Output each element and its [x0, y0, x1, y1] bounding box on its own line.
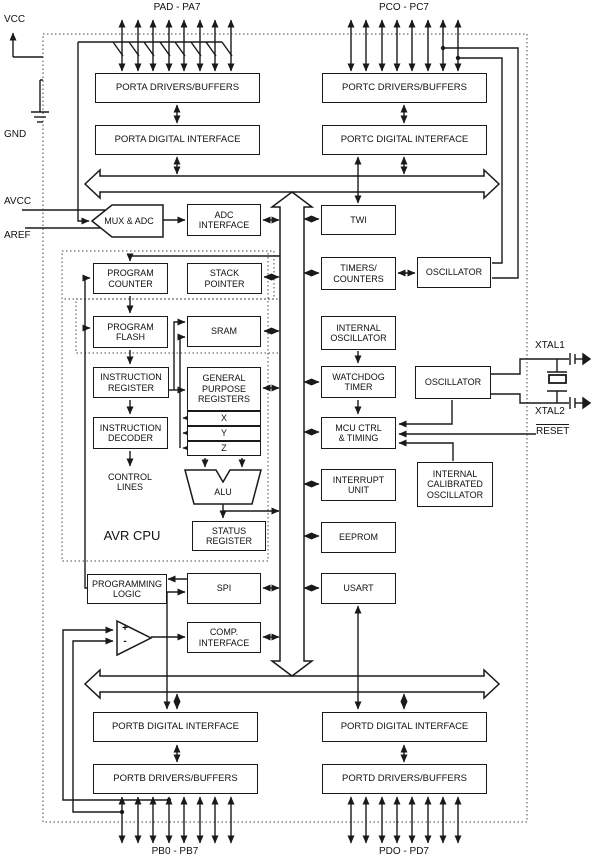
block-timer-oscillator: OSCILLATOR — [417, 257, 491, 288]
avr-cpu-label: AVR CPU — [103, 528, 161, 543]
block-adc-interface: ADC INTERFACE — [187, 204, 261, 236]
block-reg-x: X — [187, 411, 261, 426]
block-sram: SRAM — [187, 316, 261, 347]
block-porta-drivers: PORTA DRIVERS/BUFFERS — [95, 73, 260, 103]
vcc-symbol — [9, 32, 43, 58]
block-portd-digital: PORTD DIGITAL INTERFACE — [322, 712, 487, 742]
peripheral-bus-arrows — [262, 215, 416, 641]
block-mux-adc-label: MUX & ADC — [104, 215, 154, 226]
block-eeprom: EEPROM — [321, 522, 396, 553]
avcc-aref-wires — [22, 209, 105, 229]
mux-adc-shape — [90, 204, 164, 238]
block-general-purpose-registers: GENERAL PURPOSE REGISTERS — [187, 367, 261, 411]
portd-pins-label: PDO - PD7 — [378, 846, 429, 857]
block-program-counter: PROGRAM COUNTER — [93, 263, 168, 294]
block-comp-interface: COMP. INTERFACE — [187, 622, 261, 653]
crystal-icon — [547, 359, 567, 403]
block-status-register: STATUS REGISTER — [192, 521, 266, 551]
block-porta-digital: PORTA DIGITAL INTERFACE — [95, 125, 260, 155]
block-portd-drivers: PORTD DRIVERS/BUFFERS — [322, 764, 487, 794]
block-main-oscillator: OSCILLATOR — [415, 366, 491, 399]
block-portc-drivers: PORTC DRIVERS/BUFFERS — [322, 73, 487, 103]
xtal1-capacitor-icon — [569, 352, 592, 366]
gnd-symbol — [31, 79, 49, 123]
gnd-label: GND — [4, 129, 27, 140]
data-bus-bottom — [83, 668, 501, 700]
block-portb-digital: PORTB DIGITAL INTERFACE — [93, 712, 258, 742]
block-mcu-ctrl-timing: MCU CTRL & TIMING — [321, 417, 396, 449]
comparator-minus-label: - — [123, 636, 127, 647]
block-usart: USART — [321, 573, 396, 604]
portd-pins — [347, 796, 462, 844]
portb-pins-label: PB0 - PB7 — [151, 846, 199, 857]
tosc-wires — [443, 47, 519, 279]
portb-pins — [118, 796, 235, 844]
porta-pins — [118, 19, 235, 72]
portc-pins-label: PCO - PC7 — [378, 2, 429, 13]
block-interrupt-unit: INTERRUPT UNIT — [321, 469, 396, 501]
xtal2-label: XTAL2 — [535, 406, 565, 417]
flash-sram-dashed-box — [75, 298, 281, 354]
serial-wires — [163, 575, 362, 710]
comparator-triangle — [116, 619, 153, 657]
vcc-label: VCC — [4, 14, 26, 25]
port-interface-arrows — [173, 104, 408, 204]
block-internal-calibrated-oscillator: INTERNAL CALIBRATED OSCILLATOR — [417, 462, 493, 507]
block-portc-digital: PORTC DIGITAL INTERFACE — [322, 125, 487, 155]
xtal2-capacitor-icon — [569, 396, 592, 410]
block-internal-oscillator: INTERNAL OSCILLATOR — [321, 316, 396, 350]
block-reg-z: Z — [187, 441, 261, 456]
porta-analog-switches — [77, 41, 233, 225]
porta-pins-label: PAD - PA7 — [153, 2, 201, 13]
block-program-flash: PROGRAM FLASH — [93, 316, 168, 348]
cpu-core-wires — [82, 253, 280, 589]
data-bus-vertical — [269, 191, 315, 677]
comparator-plus-label: + — [122, 623, 128, 634]
block-programming-logic: PROGRAMMING LOGIC — [87, 574, 167, 604]
block-reg-y: Y — [187, 426, 261, 441]
clock-reset-wires — [354, 351, 569, 461]
control-lines-label: CONTROL LINES — [107, 471, 152, 493]
block-portb-drivers: PORTB DRIVERS/BUFFERS — [93, 764, 258, 794]
data-bus-top — [83, 168, 501, 200]
block-instruction-register: INSTRUCTION REGISTER — [93, 367, 169, 398]
block-timers-counters: TIMERS/ COUNTERS — [321, 257, 396, 290]
block-stack-pointer: STACK POINTER — [187, 263, 262, 294]
block-instruction-decoder: INSTRUCTION DECODER — [93, 417, 168, 449]
xtal1-label: XTAL1 — [535, 340, 565, 351]
block-spi: SPI — [187, 573, 261, 604]
aref-label: AREF — [4, 230, 31, 241]
comparator-wires — [62, 626, 186, 813]
reset-overline-text: RESET — [536, 424, 570, 437]
portc-pins — [347, 19, 462, 72]
alu-shape — [184, 469, 262, 505]
block-twi: TWI — [321, 205, 396, 235]
bottom-port-arrows — [173, 693, 408, 763]
avcc-label: AVCC — [4, 196, 32, 207]
junction-dots — [119, 45, 461, 815]
block-watchdog-timer: WATCHDOG TIMER — [321, 366, 396, 398]
avr-cpu-dashed-box — [61, 250, 269, 562]
block-alu-label: ALU — [214, 486, 232, 497]
reset-label: RESET — [536, 424, 570, 438]
